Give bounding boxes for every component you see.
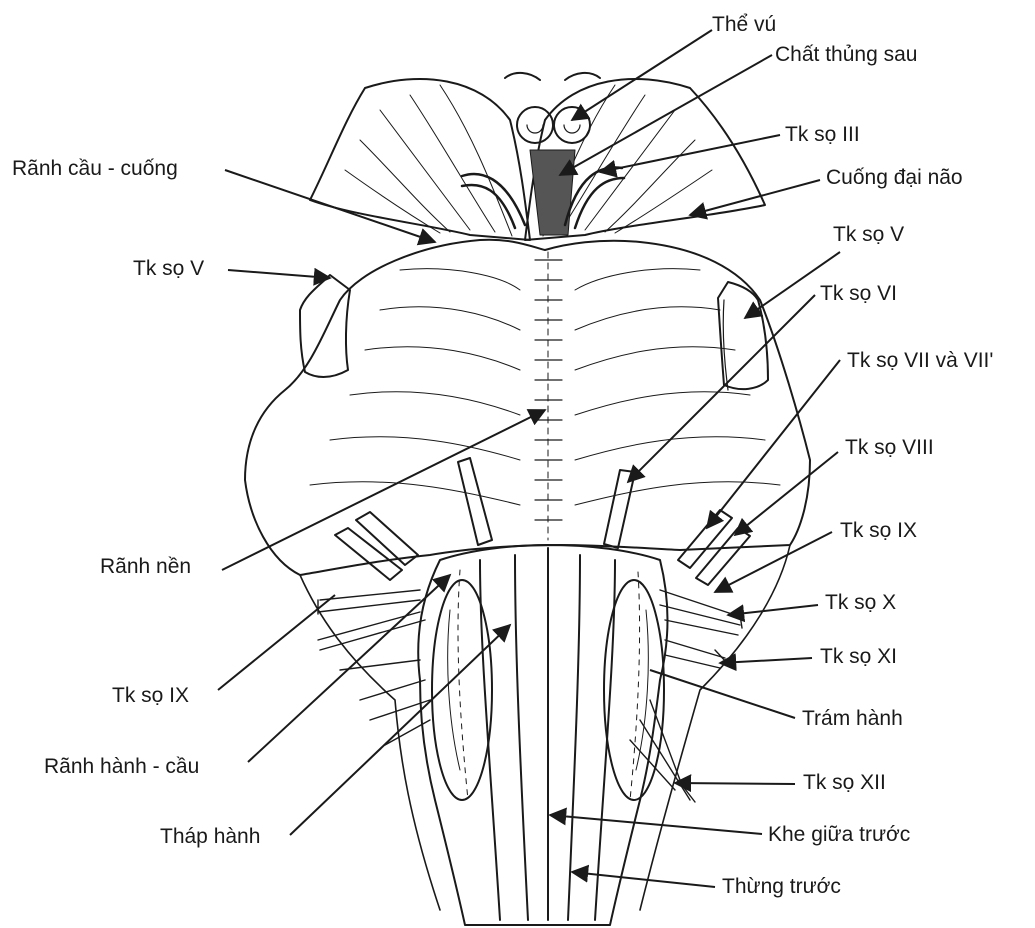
leader-ranh-cau-cuong [225, 170, 435, 242]
leader-tk-so-xii [675, 783, 795, 784]
label-cuong-dai-nao: Cuống đại não [826, 167, 963, 188]
label-tk-so-xii: Tk sọ XII [803, 772, 886, 793]
leader-lines [218, 30, 840, 887]
label-tk-so-vi: Tk sọ VI [820, 283, 897, 304]
label-thap-hanh: Tháp hành [160, 826, 260, 847]
label-tk-so-iii: Tk sọ III [785, 124, 860, 145]
label-tk-so-ix-left: Tk sọ IX [112, 685, 189, 706]
leader-tk-so-vi [628, 295, 815, 482]
label-tk-so-viii: Tk sọ VIII [845, 437, 934, 458]
label-ranh-hanh-cau: Rãnh hành - cầu [44, 756, 199, 777]
label-tk-so-v-left: Tk sọ V [133, 258, 204, 279]
leader-tk-so-iii [600, 135, 780, 172]
label-khe-giua-truoc: Khe giữa trước [768, 824, 910, 845]
leader-thap-hanh [290, 625, 510, 835]
leader-tk-so-xi [720, 658, 812, 663]
leader-tram-hanh [650, 670, 795, 718]
trigeminal-stumps [300, 275, 768, 390]
leader-tk-so-ix-left [218, 595, 335, 690]
label-tram-hanh: Trám hành [802, 708, 903, 729]
cerebellum-edge [300, 545, 790, 910]
nerve-rootlets [318, 590, 742, 802]
label-thung-truoc: Thừng trước [722, 876, 841, 897]
label-tk-so-ix-right: Tk sọ IX [840, 520, 917, 541]
label-ranh-nen: Rãnh nền [100, 556, 191, 577]
label-tk-so-x: Tk sọ X [825, 592, 896, 613]
leader-tk-so-x [728, 605, 818, 615]
leader-tk-so-v-left [228, 270, 330, 278]
leader-tk-so-ix-right [715, 532, 832, 592]
label-the-vu: Thể vú [712, 14, 776, 35]
leader-thung-truoc [572, 872, 715, 887]
label-ranh-cau-cuong: Rãnh cầu - cuống [12, 158, 178, 179]
label-tk-so-v-right: Tk sọ V [833, 224, 904, 245]
leader-khe-giua-truoc [550, 815, 762, 834]
leader-tk-so-viii [735, 452, 838, 535]
facial-nerves [335, 510, 750, 585]
medulla-oblongata [418, 545, 667, 925]
label-tk-so-xi: Tk sọ XI [820, 646, 897, 667]
abducens-nerves [458, 458, 635, 548]
label-tk-so-vii: Tk sọ VII và VII' [847, 350, 993, 371]
label-chat-thung-sau: Chất thủng sau [775, 44, 917, 65]
